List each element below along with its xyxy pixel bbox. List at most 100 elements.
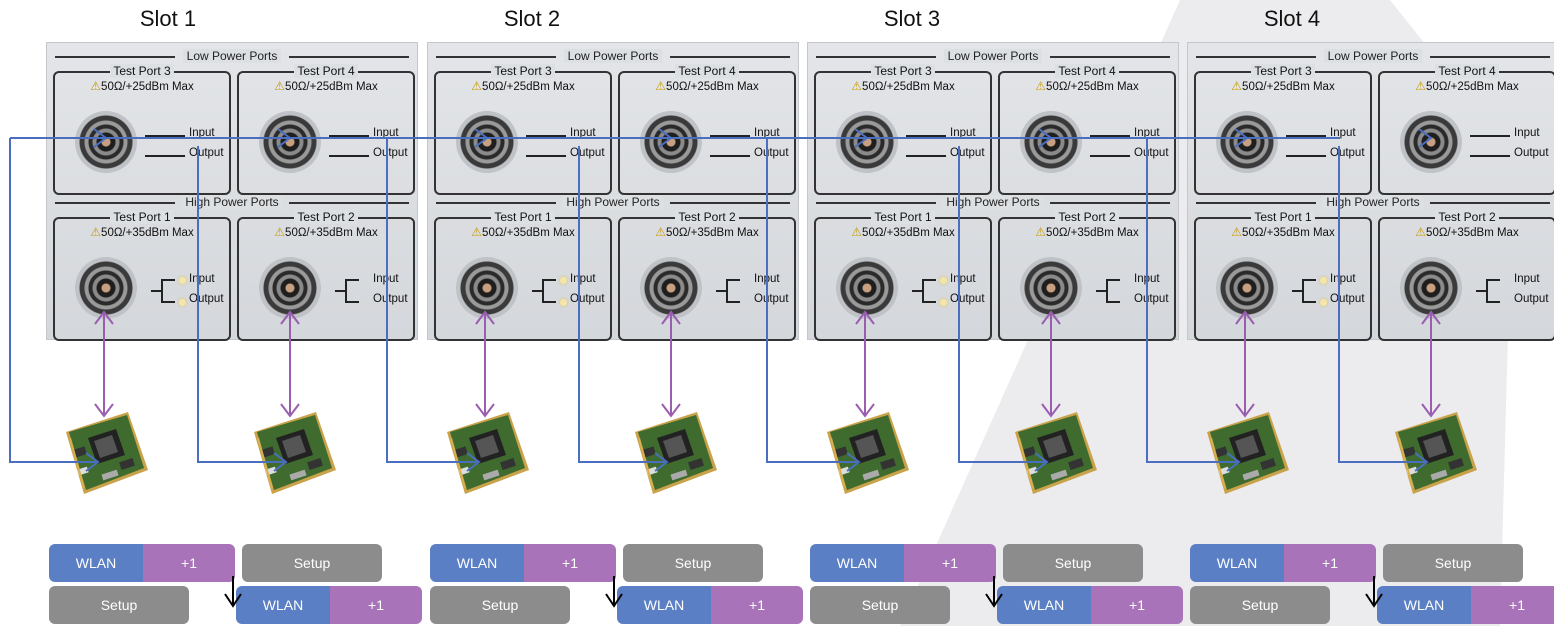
slot-3-setup-button-2[interactable]: Setup: [810, 586, 950, 624]
test-port-1-connector[interactable]: [836, 257, 898, 319]
test-port-2-rating-text: 50Ω/+35dBm Max: [1426, 227, 1519, 239]
test-port-2-label: Test Port 2: [675, 210, 739, 224]
slot-4-wlan-button[interactable]: WLAN: [1190, 544, 1284, 582]
test-port-3-connector[interactable]: [75, 111, 137, 173]
slot-2-plus1-button[interactable]: +1: [524, 544, 616, 582]
warning-icon: ⚠: [655, 79, 667, 93]
input-label: Input: [1514, 127, 1540, 139]
test-port-1-connector[interactable]: [1216, 257, 1278, 319]
slot-2-setup-button-2[interactable]: Setup: [430, 586, 570, 624]
high-power-ports-header-rule-right: [289, 202, 409, 204]
low-power-ports-header-rule-left: [1196, 56, 1316, 58]
test-port-4-rating-text: 50Ω/+25dBm Max: [666, 81, 759, 93]
slot-2-plus1-button-2[interactable]: +1: [711, 586, 803, 624]
slot-1-setup-button-2[interactable]: Setup: [49, 586, 189, 624]
input-line: [912, 290, 922, 292]
warning-icon: ⚠: [1035, 225, 1047, 239]
wlan-module-board: [1207, 412, 1289, 494]
test-port-4-connector[interactable]: [259, 111, 321, 173]
input-line: [335, 290, 345, 292]
test-port-4-connector[interactable]: [640, 111, 702, 173]
test-port-1-title: Test Port 1: [1206, 210, 1360, 224]
test-port-1-rating-text: 50Ω/+35dBm Max: [482, 227, 575, 239]
low-power-ports-header-label: Low Power Ports: [182, 49, 282, 63]
slot-3-plus1-button-2[interactable]: +1: [1091, 586, 1183, 624]
slot-4-plus1-button[interactable]: +1: [1284, 544, 1376, 582]
bracket-bottom: [542, 301, 556, 303]
warning-icon: ⚠: [1415, 225, 1427, 239]
slot-3-plus1-button[interactable]: +1: [904, 544, 996, 582]
test-port-4-rating: ⚠50Ω/+25dBm Max: [1380, 79, 1554, 93]
test-port-3-rating-text: 50Ω/+25dBm Max: [482, 81, 575, 93]
test-port-4-connector[interactable]: [1400, 111, 1462, 173]
high-power-ports-header-label: High Power Ports: [181, 195, 283, 209]
test-port-3-title: Test Port 3: [826, 64, 980, 78]
slot-4-setup-button[interactable]: Setup: [1383, 544, 1523, 582]
io-bracket: [542, 279, 544, 303]
slot-2-setup-button[interactable]: Setup: [623, 544, 763, 582]
output-label: Output: [950, 293, 985, 305]
wlan-module-board: [1395, 412, 1477, 494]
input-line: [1096, 290, 1106, 292]
slot-1-setup-button[interactable]: Setup: [242, 544, 382, 582]
test-port-1-connector[interactable]: [456, 257, 518, 319]
low-power-ports-header-label: Low Power Ports: [1323, 49, 1423, 63]
bracket-top: [1302, 279, 1316, 281]
slot-2-wlan-button[interactable]: WLAN: [430, 544, 524, 582]
low-power-ports-header-label: Low Power Ports: [563, 49, 663, 63]
io-bracket: [345, 279, 347, 303]
warning-icon: ⚠: [851, 79, 863, 93]
output-led: [940, 299, 947, 306]
test-port-3-label: Test Port 3: [1251, 64, 1315, 78]
slot-4-plus1-button-2[interactable]: +1: [1471, 586, 1554, 624]
warning-icon: ⚠: [851, 225, 863, 239]
test-port-1-label: Test Port 1: [1251, 210, 1315, 224]
test-port-2-connector[interactable]: [1020, 257, 1082, 319]
slot-3-wlan-button-2[interactable]: WLAN: [997, 586, 1091, 624]
warning-icon: ⚠: [274, 79, 286, 93]
bracket-bottom: [1486, 301, 1500, 303]
test-port-4-connector[interactable]: [1020, 111, 1082, 173]
io-bracket: [1486, 279, 1488, 303]
test-port-3-connector[interactable]: [1216, 111, 1278, 173]
output-led: [179, 299, 186, 306]
io-bracket: [726, 279, 728, 303]
high-power-ports-header-label: High Power Ports: [562, 195, 664, 209]
slot-4-wlan-button-2[interactable]: WLAN: [1377, 586, 1471, 624]
slot-1-wlan-button-2[interactable]: WLAN: [236, 586, 330, 624]
slot-2-wlan-button-2[interactable]: WLAN: [617, 586, 711, 624]
warning-icon: ⚠: [471, 225, 483, 239]
test-port-2-connector[interactable]: [1400, 257, 1462, 319]
slot-1-plus1-button[interactable]: +1: [143, 544, 235, 582]
output-line: [145, 155, 185, 157]
low-power-ports-header-rule-right: [670, 56, 790, 58]
slot-1-wlan-button[interactable]: WLAN: [49, 544, 143, 582]
output-led: [1320, 299, 1327, 306]
input-line: [1286, 135, 1326, 137]
input-line: [1470, 135, 1510, 137]
slot-4-setup-button-2[interactable]: Setup: [1190, 586, 1330, 624]
test-port-1-connector[interactable]: [75, 257, 137, 319]
test-port-3-connector[interactable]: [836, 111, 898, 173]
test-port-2-connector[interactable]: [640, 257, 702, 319]
input-label: Input: [1330, 273, 1356, 285]
test-port-3-connector[interactable]: [456, 111, 518, 173]
input-line: [526, 135, 566, 137]
test-port-2-connector[interactable]: [259, 257, 321, 319]
slot-3-wlan-button[interactable]: WLAN: [810, 544, 904, 582]
bracket-bottom: [922, 301, 936, 303]
warning-icon: ⚠: [90, 225, 102, 239]
test-port-3-rating: ⚠50Ω/+25dBm Max: [816, 79, 990, 93]
test-port-3-rating-text: 50Ω/+25dBm Max: [862, 81, 955, 93]
slot-3-setup-button[interactable]: Setup: [1003, 544, 1143, 582]
input-line: [151, 290, 161, 292]
output-line: [1470, 155, 1510, 157]
slot-1-plus1-button-2[interactable]: +1: [330, 586, 422, 624]
input-label: Input: [1514, 273, 1540, 285]
